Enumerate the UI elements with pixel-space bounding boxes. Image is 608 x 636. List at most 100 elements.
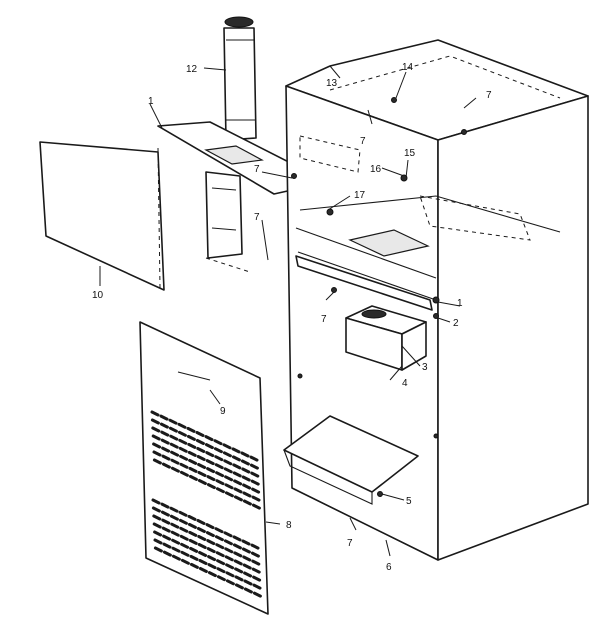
callout-7-cabinet-top: 7: [486, 90, 492, 101]
vent-slot: [198, 559, 208, 565]
vent-slot: [233, 559, 243, 566]
vent-slot: [241, 467, 251, 474]
vent-slot: [186, 434, 196, 441]
vent-slot: [214, 455, 224, 462]
callout-6: 6: [386, 562, 392, 573]
vent-slot: [241, 547, 251, 554]
vent-slot: [171, 554, 181, 561]
vent-slot: [151, 434, 161, 441]
vent-slot: [195, 431, 205, 437]
vent-slot: [189, 554, 199, 561]
vent-slot: [196, 447, 206, 453]
vent-slot: [251, 567, 261, 574]
vent-slot: [180, 550, 190, 557]
vent-slot: [168, 426, 178, 433]
callout-5: 5: [406, 496, 412, 507]
callout-7-valve: 7: [321, 314, 327, 325]
vent-slot: [225, 571, 235, 578]
vent-slot: [213, 447, 223, 454]
vent-slot: [251, 503, 261, 510]
vent-slot: [169, 514, 179, 521]
vent-slot: [188, 466, 198, 473]
vent-slot: [205, 523, 215, 530]
vent-slot: [223, 467, 233, 474]
callout-17: 17: [354, 190, 366, 201]
vent-slot: [232, 543, 242, 550]
callout-labels: 1 1 2 3 4 5 6 7 7 7 7 7 7 8 9 10 12 13 1…: [92, 62, 492, 573]
vent-slot: [216, 575, 226, 582]
vent-slot: [232, 535, 242, 542]
vent-slot: [224, 483, 234, 490]
front-panel-vents: [150, 410, 262, 598]
vent-slot: [214, 463, 224, 470]
callout-2: 2: [453, 318, 459, 329]
vent-slot: [180, 542, 190, 549]
vent-slot: [250, 543, 260, 550]
vent-slot: [222, 451, 232, 458]
callout-1-burner-bar: 1: [457, 298, 463, 309]
vent-slot: [224, 491, 234, 498]
vent-slot: [215, 551, 225, 558]
vent-slot: [214, 535, 224, 542]
callout-9: 9: [220, 406, 226, 417]
vent-slot: [233, 479, 243, 486]
vent-slot: [240, 451, 250, 458]
vent-slot: [150, 418, 160, 425]
vent-slot: [179, 526, 189, 533]
vent-slot: [188, 530, 198, 537]
side-panel: [39, 141, 165, 291]
vent-slot: [159, 414, 169, 421]
vent-slot: [151, 426, 161, 433]
top-plate: [157, 121, 329, 195]
vent-slot: [161, 518, 171, 525]
vent-slot: [251, 559, 261, 566]
vent-slot: [213, 439, 223, 446]
vent-slot: [249, 455, 259, 462]
vent-slot: [195, 439, 205, 445]
callout-10: 10: [92, 290, 104, 301]
fasteners: [291, 97, 467, 497]
vent-slot: [196, 527, 206, 533]
vent-slot: [169, 434, 179, 441]
vent-slot: [234, 583, 244, 590]
vent-slot: [177, 430, 187, 437]
vent-slot: [205, 531, 215, 538]
vent-slot: [187, 514, 197, 521]
vent-slot: [207, 555, 217, 562]
vent-slot: [197, 463, 207, 469]
vent-slot: [250, 551, 260, 558]
vent-slot: [178, 518, 188, 525]
vent-slot: [249, 463, 259, 470]
vent-slot: [222, 443, 232, 450]
vent-slot: [243, 579, 253, 586]
flue-pipe: [223, 16, 257, 141]
vent-slot: [179, 534, 189, 541]
callout-3: 3: [422, 362, 428, 373]
vent-slot: [180, 558, 190, 565]
callout-1-top-plate: 1: [148, 96, 154, 107]
vent-slot: [160, 430, 170, 437]
vent-slot: [225, 579, 235, 586]
vent-slot: [204, 435, 214, 442]
vent-slot: [153, 546, 163, 553]
vent-slot: [196, 519, 206, 525]
vent-slot: [170, 522, 180, 529]
vent-slot: [161, 446, 171, 453]
vent-slot: [250, 479, 260, 486]
vent-slot: [215, 487, 225, 494]
vent-slot: [223, 531, 233, 538]
vent-slot: [234, 575, 244, 582]
vent-slot: [160, 438, 170, 445]
vent-slot: [152, 514, 162, 521]
vent-slot: [242, 499, 252, 506]
callout-7-top-plate: 7: [254, 164, 260, 175]
vent-slot: [152, 450, 162, 457]
vent-slot: [224, 475, 234, 482]
vent-slot: [196, 455, 206, 461]
vent-slot: [215, 543, 225, 550]
callout-14: 14: [402, 62, 414, 73]
vent-slot: [242, 491, 252, 498]
vent-slot: [162, 550, 172, 557]
vent-slot: [204, 443, 214, 450]
